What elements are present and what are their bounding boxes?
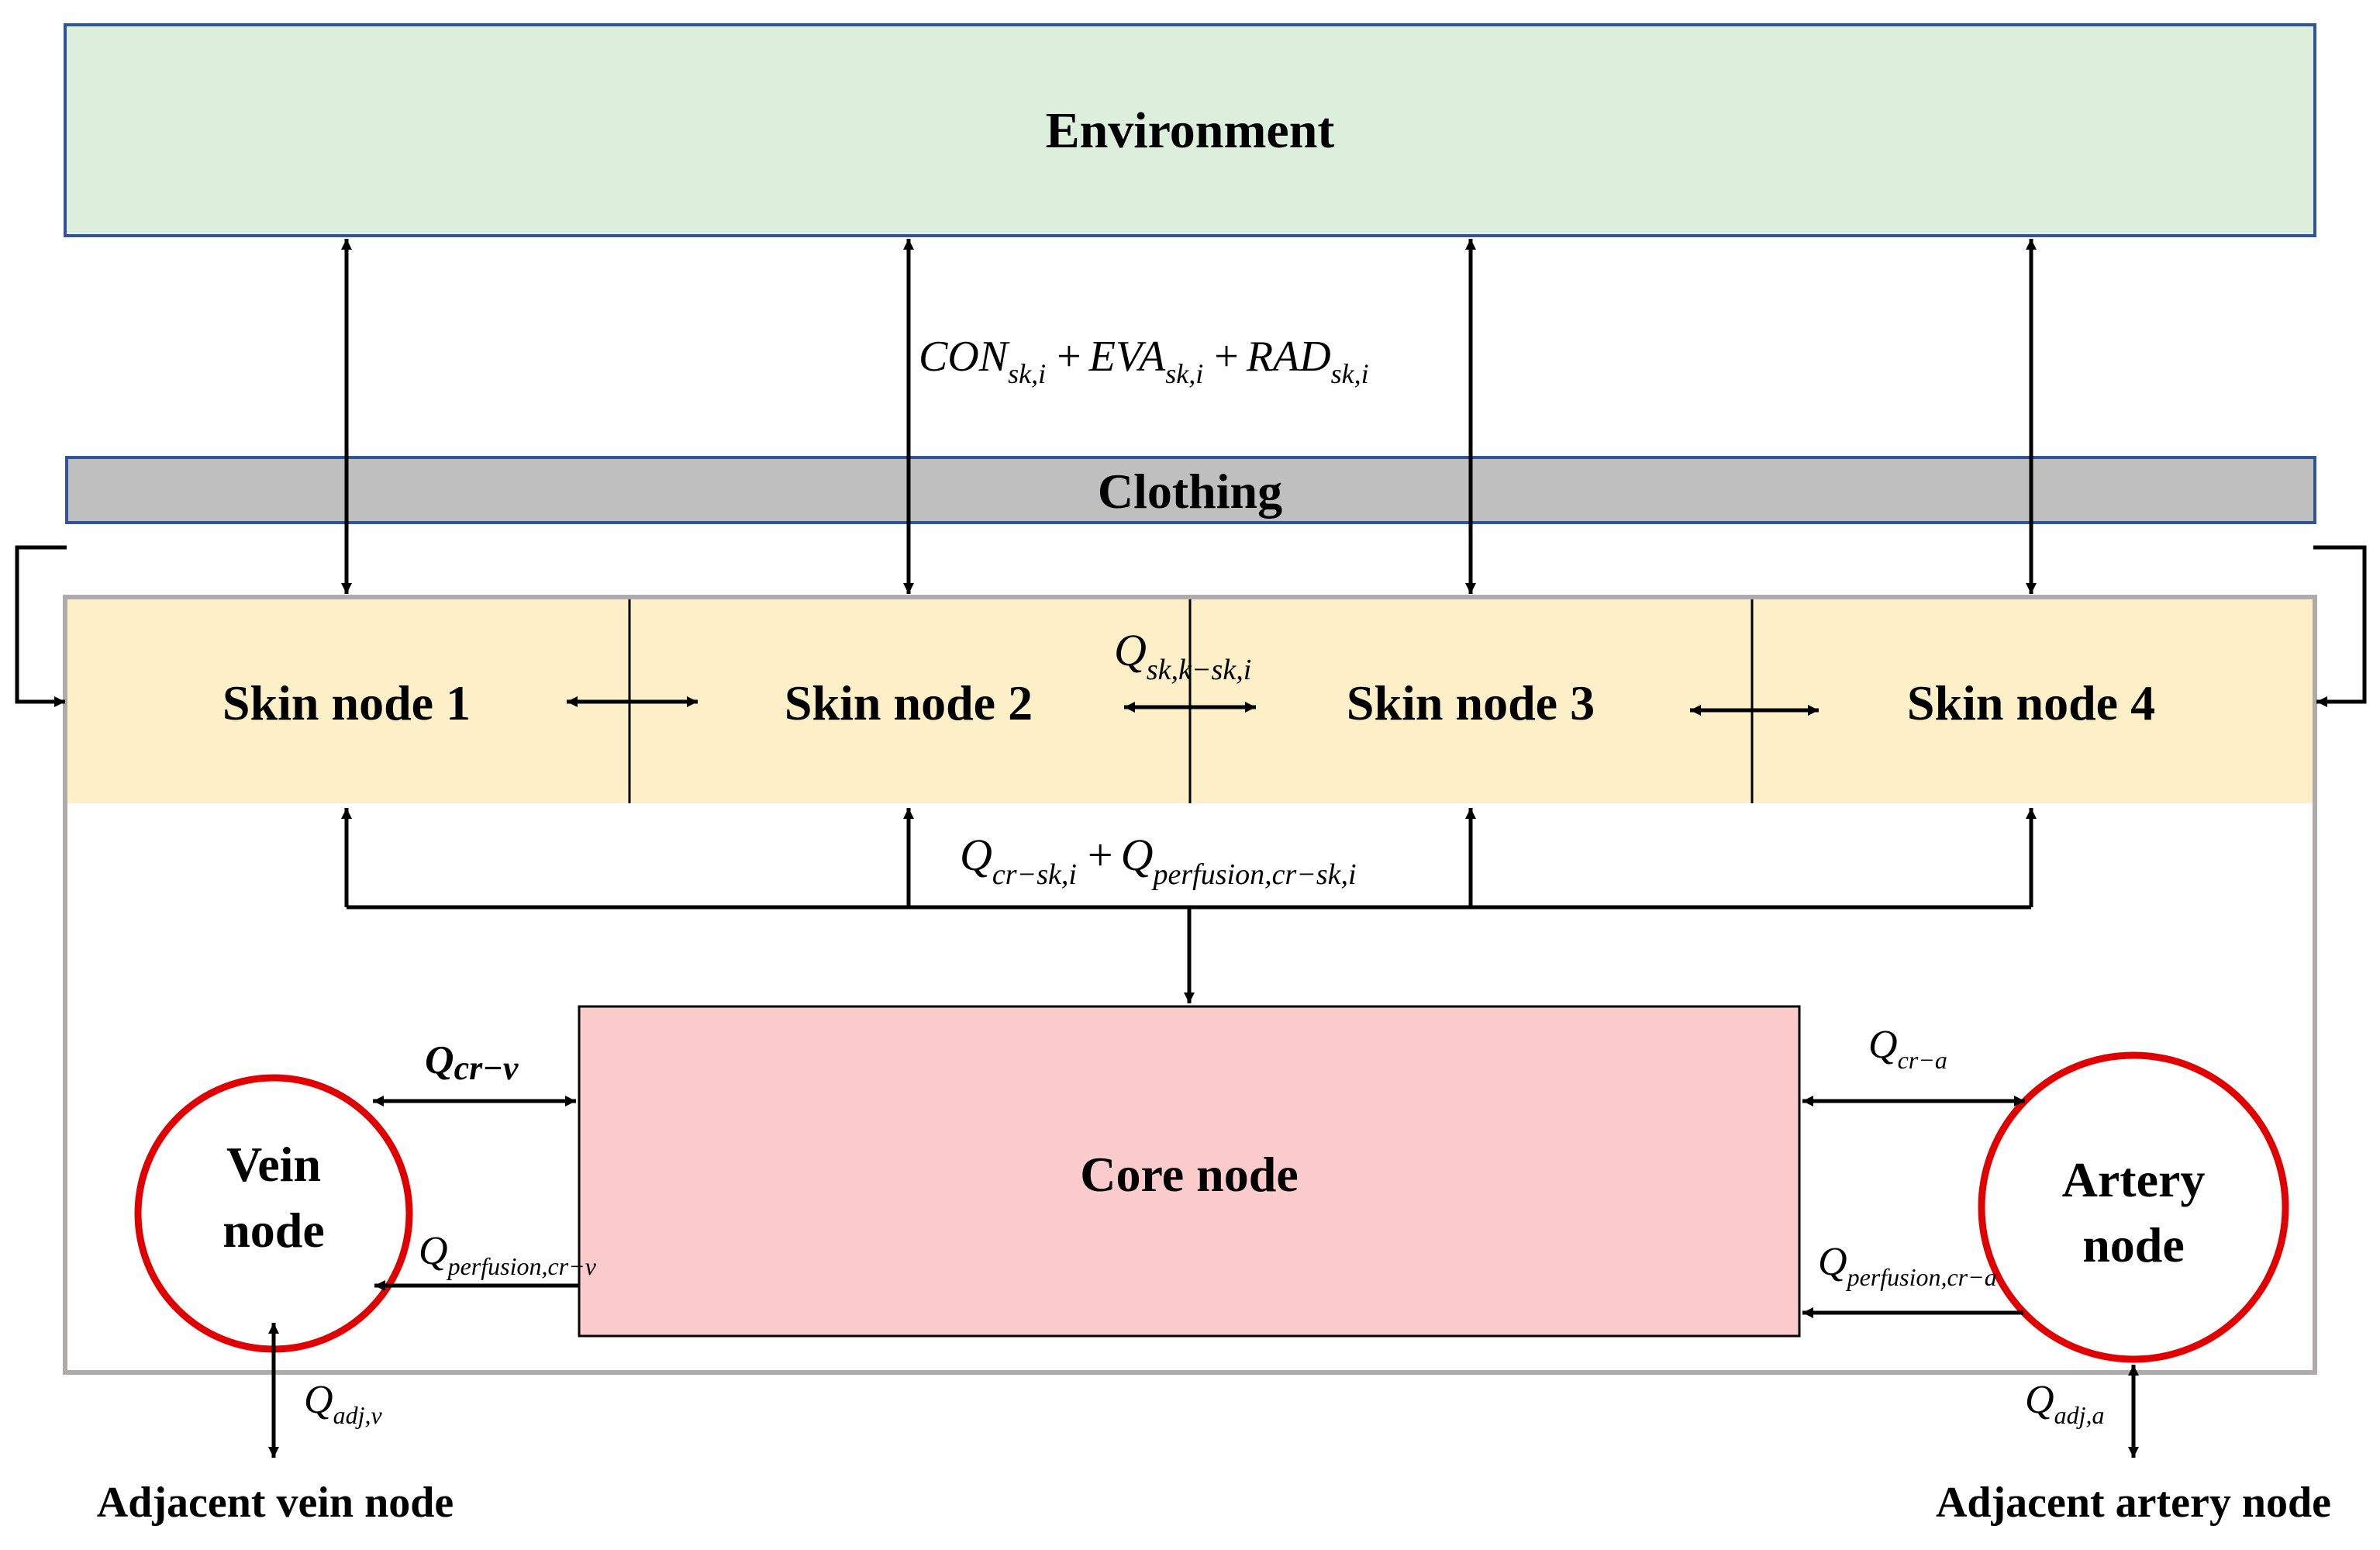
perfusion-vein-equation: Qperfusion,cr−v — [419, 1229, 597, 1280]
skin-conduction-equation: Qsk,k−sk,i — [1114, 625, 1251, 686]
plus-3: + — [1088, 830, 1113, 880]
environment-block: Environment — [64, 23, 2316, 237]
eva-sub: sk,i — [1165, 358, 1203, 389]
eva-term: EVA — [1088, 333, 1166, 381]
adj-vein-equation: Qadj,v — [304, 1378, 382, 1429]
perf-a-sub: perfusion,cr−a — [1846, 1263, 1997, 1291]
right-side-arrow — [2313, 545, 2367, 707]
artery-block: Artery node — [1978, 1051, 2289, 1363]
perf-v-sub: perfusion,cr−v — [447, 1252, 597, 1280]
core-artery-equation: Qcr−a — [1868, 1023, 1947, 1074]
perf-sk-q: Q — [1121, 830, 1154, 880]
core-box — [578, 1005, 1801, 1338]
skin-lateral-arrows — [567, 696, 1819, 716]
core-skin-equation: Qcr−sk,i+Qperfusion,cr−sk,i — [960, 830, 1357, 891]
left-side-arrow — [15, 545, 67, 707]
environment-skin-arrows — [341, 239, 2037, 594]
cr-sk-q: Q — [960, 830, 992, 880]
skin-node-3-label: Skin node 3 — [1347, 675, 1595, 730]
adjacent-arrows — [268, 1323, 2139, 1458]
cr-a-q: Q — [1868, 1023, 1898, 1067]
adj-v-q: Q — [304, 1378, 333, 1422]
vein-node-label-line2: node — [222, 1203, 325, 1258]
clothing-box — [65, 456, 2316, 524]
environment-label: Environment — [1046, 102, 1335, 159]
skin-layer: Skin node 1 Skin node 2 Skin node 3 Skin… — [67, 599, 2313, 803]
vein-node-label-line1: Vein — [226, 1137, 321, 1192]
cr-v-sub: cr−v — [454, 1049, 519, 1087]
core-vein-equation: Qcr−v — [425, 1038, 519, 1087]
adj-v-sub: adj,v — [333, 1401, 383, 1429]
side-arrows — [15, 545, 2367, 707]
rad-sub: sk,i — [1331, 358, 1369, 389]
cr-sk-sub: cr−sk,i — [992, 858, 1077, 891]
core-node-label: Core node — [1080, 1147, 1298, 1202]
artery-node-label-line1: Artery — [2062, 1152, 2206, 1207]
perf-sk-sub: perfusion,cr−sk,i — [1151, 858, 1357, 891]
rad-term: RAD — [1246, 333, 1331, 381]
cr-v-q: Q — [425, 1038, 454, 1082]
core-vessel-arrows — [373, 1096, 2025, 1318]
skin-node-4-label: Skin node 4 — [1907, 675, 2155, 730]
perf-v-q: Q — [419, 1229, 448, 1273]
artery-circle — [1978, 1051, 2289, 1363]
adjacent-artery-label: Adjacent artery node — [1936, 1479, 2331, 1527]
cr-a-sub: cr−a — [1898, 1046, 1947, 1074]
env-exchange-equation: CONsk,i+EVAsk,i+RADsk,i — [919, 333, 1369, 389]
body-boundary — [63, 595, 2317, 1375]
plus-1: + — [1057, 333, 1081, 381]
con-sub: sk,i — [1008, 358, 1046, 389]
clothing-block: Clothing — [65, 456, 2316, 524]
clothing-label: Clothing — [1098, 464, 1282, 519]
artery-node-label-line2: node — [2082, 1217, 2185, 1272]
adj-artery-equation: Qadj,a — [2025, 1378, 2104, 1429]
skin-q-sub: sk,k−sk,i — [1147, 654, 1251, 686]
vein-block: Vein node — [134, 1074, 413, 1353]
environment-box — [64, 23, 2316, 237]
skin-node-1-label: Skin node 1 — [222, 675, 471, 730]
skin-node-2-label: Skin node 2 — [785, 675, 1033, 730]
adjacent-vein-label: Adjacent vein node — [97, 1479, 454, 1527]
adj-a-sub: adj,a — [2054, 1401, 2105, 1429]
core-block: Core node — [578, 1005, 1801, 1338]
skin-q: Q — [1114, 625, 1147, 675]
perfusion-artery-equation: Qperfusion,cr−a — [1818, 1240, 1997, 1291]
con-term: CON — [919, 333, 1010, 381]
core-skin-bracket — [341, 808, 2037, 1003]
adj-a-q: Q — [2025, 1378, 2054, 1422]
perf-a-q: Q — [1818, 1240, 1847, 1284]
plus-2: + — [1214, 333, 1239, 381]
